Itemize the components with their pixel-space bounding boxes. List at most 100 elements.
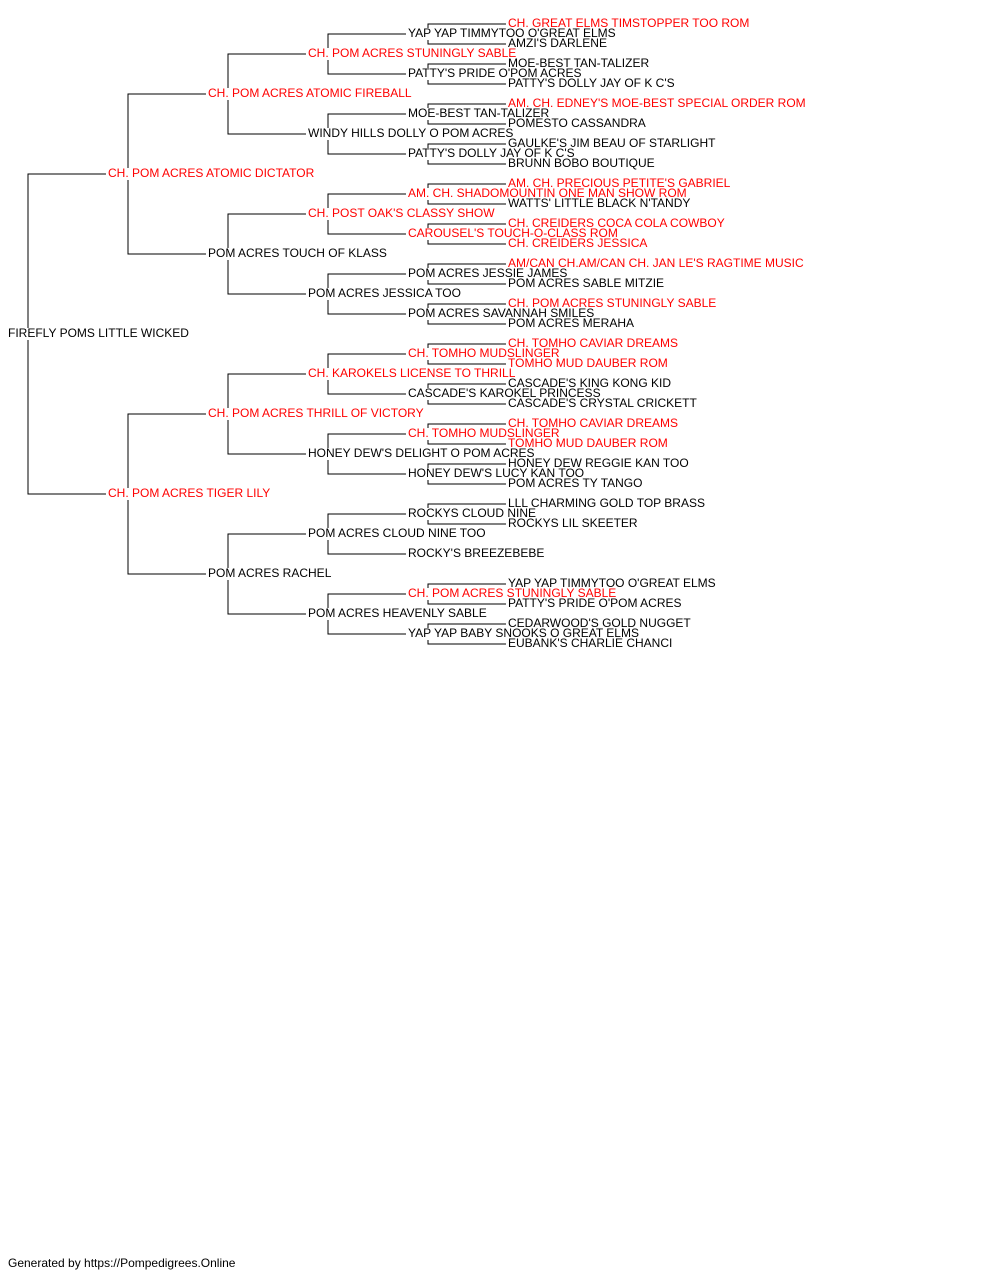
dog-name-gen5: YAP YAP TIMMYTOO O'GREAT ELMS <box>508 576 716 590</box>
sire-connector-gen4 <box>327 273 406 288</box>
dog-name-gen5: CH. POM ACRES STUNINGLY SABLE <box>508 296 716 310</box>
dog-name-gen5: CH. TOMHO CAVIAR DREAMS <box>508 336 678 350</box>
dog-name-gen5: EUBANK'S CHARLIE CHANCI <box>508 636 672 650</box>
dog-name-gen3: WINDY HILLS DOLLY O POM ACRES <box>308 126 513 140</box>
dog-name-gen5: POM ACRES TY TANGO <box>508 476 642 490</box>
dam-connector-gen4 <box>327 300 406 315</box>
dog-name-gen5: AMZI'S DARLENE <box>508 36 607 50</box>
dam-connector-gen4 <box>327 60 406 75</box>
sire-connector-gen5 <box>427 463 506 468</box>
dog-name-gen2: CH. POM ACRES ATOMIC FIREBALL <box>208 86 412 100</box>
dog-name-gen5: AM. CH. PRECIOUS PETITE'S GABRIEL <box>508 176 731 190</box>
dog-name-gen5: PATTY'S PRIDE O'POM ACRES <box>508 596 682 610</box>
footer-credit: Generated by https://Pompedigrees.Online <box>8 1256 236 1270</box>
dam-connector-gen4 <box>327 540 406 555</box>
sire-connector-gen5 <box>427 583 506 588</box>
dog-name-gen3: CH. POM ACRES STUNINGLY SABLE <box>308 46 516 60</box>
dog-name-gen4: YAP YAP TIMMYTOO O'GREAT ELMS <box>408 26 616 40</box>
dog-name-gen4: CASCADE'S KAROKEL PRINCESS <box>408 386 601 400</box>
sire-connector-gen5 <box>427 103 506 108</box>
sire-connector-gen5 <box>427 183 506 188</box>
dam-connector-gen5 <box>427 320 506 325</box>
dam-connector-gen5 <box>427 600 506 605</box>
dam-connector-gen5 <box>427 640 506 645</box>
sire-connector-gen5 <box>427 623 506 628</box>
dam-connector-gen5 <box>427 280 506 285</box>
dog-name-gen4: ROCKYS CLOUD NINE <box>408 506 536 520</box>
dog-name-gen5: WATTS' LITTLE BLACK N'TANDY <box>508 196 690 210</box>
sire-connector-gen5 <box>427 383 506 388</box>
dog-name-gen5: POM ACRES MERAHA <box>508 316 634 330</box>
sire-connector-gen2 <box>127 93 206 168</box>
sire-connector-gen3 <box>227 213 306 248</box>
dog-name-gen5: POM ACRES SABLE MITZIE <box>508 276 664 290</box>
dam-connector-gen4 <box>327 620 406 635</box>
sire-connector-gen3 <box>227 373 306 408</box>
dog-name-gen5: BRUNN BOBO BOUTIQUE <box>508 156 655 170</box>
dog-name-gen5: PATTY'S DOLLY JAY OF K C'S <box>508 76 675 90</box>
dam-connector-gen5 <box>427 480 506 485</box>
dog-name-gen3: POM ACRES CLOUD NINE TOO <box>308 526 486 540</box>
sire-connector-gen5 <box>427 343 506 348</box>
dog-name-gen5: ROCKYS LIL SKEETER <box>508 516 638 530</box>
dog-name-gen1: CH. POM ACRES TIGER LILY <box>108 486 270 500</box>
dog-name-gen1: CH. POM ACRES ATOMIC DICTATOR <box>108 166 315 180</box>
dam-connector-gen4 <box>327 460 406 475</box>
dog-name-gen5: TOMHO MUD DAUBER ROM <box>508 436 668 450</box>
dam-connector-gen5 <box>427 160 506 165</box>
dog-name-gen5: MOE-BEST TAN-TALIZER <box>508 56 649 70</box>
dog-name-gen4: POM ACRES SAVANNAH SMILES <box>408 306 594 320</box>
dog-name-gen3: POM ACRES JESSICA TOO <box>308 286 461 300</box>
dog-name-gen5: CASCADE'S KING KONG KID <box>508 376 671 390</box>
sire-connector-gen4 <box>327 513 406 528</box>
dam-connector-gen5 <box>427 200 506 205</box>
sire-connector-gen4 <box>327 113 406 128</box>
dog-name-gen4: POM ACRES JESSIE JAMES <box>408 266 567 280</box>
dam-connector-gen3 <box>227 420 306 455</box>
sire-connector-gen5 <box>427 503 506 508</box>
dam-connector-gen3 <box>227 100 306 135</box>
dog-name-gen5: CH. TOMHO CAVIAR DREAMS <box>508 416 678 430</box>
dam-connector-gen5 <box>427 400 506 405</box>
dog-name-gen4: CH. POM ACRES STUNINGLY SABLE <box>408 586 616 600</box>
dog-name-gen3: CH. POST OAK'S CLASSY SHOW <box>308 206 495 220</box>
sire-connector-gen4 <box>327 193 406 208</box>
dog-name-gen4: YAP YAP BABY SNOOKS O GREAT ELMS <box>408 626 639 640</box>
sire-connector-gen4 <box>327 353 406 368</box>
dog-name-gen4: ROCKY'S BREEZEBEBE <box>408 546 544 560</box>
dam-connector-gen5 <box>427 440 506 445</box>
dog-name-gen5: CASCADE'S CRYSTAL CRICKETT <box>508 396 697 410</box>
dam-connector-gen3 <box>227 260 306 295</box>
dog-name-gen4: PATTY'S PRIDE O'POM ACRES <box>408 66 582 80</box>
dog-name-gen4: CH. TOMHO MUDSLINGER <box>408 346 560 360</box>
sire-connector-gen3 <box>227 533 306 568</box>
dog-name-gen5: AM. CH. EDNEY'S MOE-BEST SPECIAL ORDER R… <box>508 96 806 110</box>
sire-connector-gen5 <box>427 303 506 308</box>
dog-name-gen5: LLL CHARMING GOLD TOP BRASS <box>508 496 705 510</box>
sire-connector-gen5 <box>427 223 506 228</box>
dam-connector-gen2 <box>127 500 206 575</box>
dog-name-gen3: POM ACRES HEAVENLY SABLE <box>308 606 487 620</box>
dog-name-gen5: POMESTO CASSANDRA <box>508 116 646 130</box>
sire-connector-gen4 <box>327 33 406 48</box>
dam-connector-gen4 <box>327 380 406 395</box>
sire-connector-gen1 <box>27 173 106 328</box>
dam-connector-gen5 <box>427 80 506 85</box>
dog-name-gen5: AM/CAN CH.AM/CAN CH. JAN LE'S RAGTIME MU… <box>508 256 804 270</box>
sire-connector-gen5 <box>427 423 506 428</box>
dam-connector-gen5 <box>427 360 506 365</box>
dog-name-gen2: POM ACRES RACHEL <box>208 566 332 580</box>
dog-name-gen4: HONEY DEW'S LUCY KAN TOO <box>408 466 584 480</box>
dam-connector-gen5 <box>427 520 506 525</box>
dam-connector-gen3 <box>227 580 306 615</box>
sire-connector-gen4 <box>327 593 406 608</box>
dog-name-gen4: CAROUSEL'S TOUCH-O-CLASS ROM <box>408 226 618 240</box>
dog-name-gen5: HONEY DEW REGGIE KAN TOO <box>508 456 689 470</box>
sire-connector-gen5 <box>427 23 506 28</box>
dog-name-gen0: FIREFLY POMS LITTLE WICKED <box>8 326 189 340</box>
dam-connector-gen2 <box>127 180 206 255</box>
dam-connector-gen1 <box>27 340 106 495</box>
dog-name-gen4: AM. CH. SHADOMOUNTIN ONE MAN SHOW ROM <box>408 186 687 200</box>
dog-name-gen5: TOMHO MUD DAUBER ROM <box>508 356 668 370</box>
